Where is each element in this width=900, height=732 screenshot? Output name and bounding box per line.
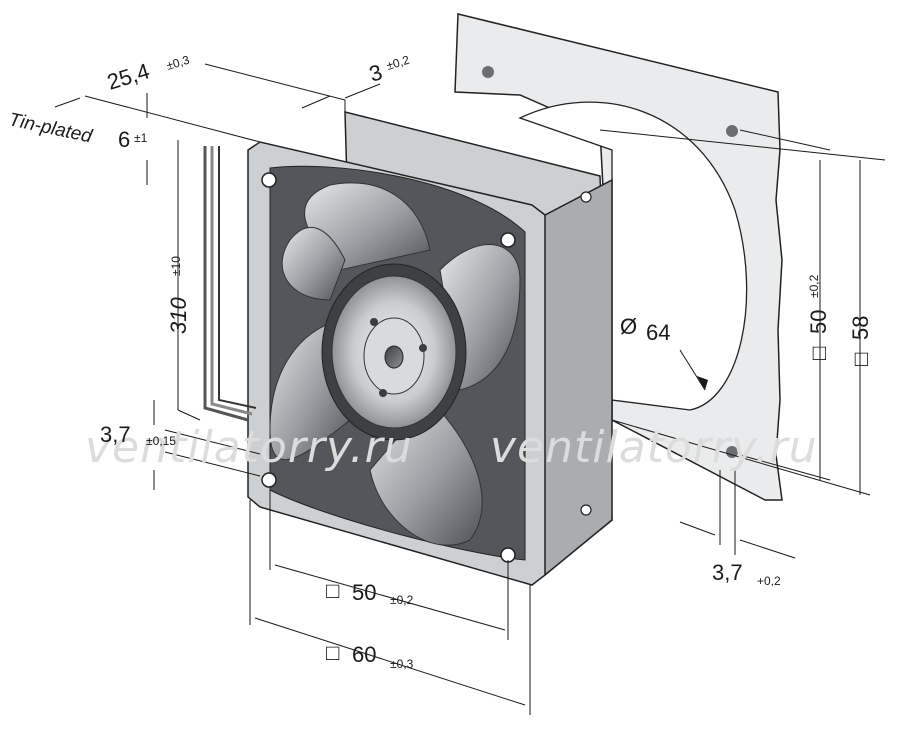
front-hole-top-right <box>500 232 516 248</box>
label-hole-spacing-front-symbol: □ <box>326 578 339 603</box>
label-lead-length-tol: ±10 <box>169 256 183 276</box>
label-lead-strip-tol: ±1 <box>134 131 148 145</box>
label-outer-size-symbol: □ <box>326 640 339 665</box>
plate-hole-top-right <box>726 125 738 137</box>
front-hole-bottom-right <box>500 547 516 563</box>
label-hole-spacing-side-symbol: □ <box>806 347 831 360</box>
label-flange: 3 <box>366 59 385 86</box>
hub-bore <box>384 345 404 369</box>
label-depth: 25,4 <box>104 58 152 94</box>
dimension-lines <box>54 63 886 715</box>
label-lead-length: 310 <box>166 297 191 334</box>
watermark-left: ventilatorry.ru <box>85 422 413 473</box>
label-depth-tol: ±0,3 <box>165 53 192 73</box>
watermark-right: ventilatorry.ru <box>490 422 818 473</box>
blade-3 <box>369 399 483 546</box>
blade-5 <box>281 227 346 301</box>
label-cutout-diameter: 64 <box>646 320 670 345</box>
impeller <box>269 182 521 546</box>
label-hole-offset-left: 3,7 <box>100 422 131 447</box>
label-cutout-size-symbol: □ <box>848 353 873 366</box>
plate-hole-bottom-right <box>726 446 738 458</box>
label-outer-size: 60 <box>352 642 376 667</box>
label-lead-strip: 6 <box>118 127 130 152</box>
label-hole-offset-right: 3,7 <box>712 560 743 585</box>
label-hole-spacing-side-tol: ±0,2 <box>807 274 821 298</box>
label-hole-offset-left-tol: ±0,15 <box>146 434 176 448</box>
label-hole-spacing-front-tol: ±0,2 <box>390 593 414 607</box>
label-hole-offset-right-tol: +0,2 <box>757 574 781 588</box>
label-cutout-diameter-symbol: Ø <box>620 314 637 339</box>
label-tin-plated: Tin-plated <box>7 109 95 147</box>
label-flange-tol: ±0,2 <box>385 53 412 73</box>
label-hole-spacing-front: 50 <box>352 580 376 605</box>
label-outer-size-tol: ±0,3 <box>390 657 414 671</box>
label-hole-spacing-side: 50 <box>806 310 831 334</box>
label-cutout-size: 58 <box>848 316 873 340</box>
lead-wires <box>203 146 257 422</box>
plate-hole-top-left <box>482 66 494 78</box>
front-hole-top-left <box>261 172 277 188</box>
front-hole-bottom-left <box>261 472 277 488</box>
